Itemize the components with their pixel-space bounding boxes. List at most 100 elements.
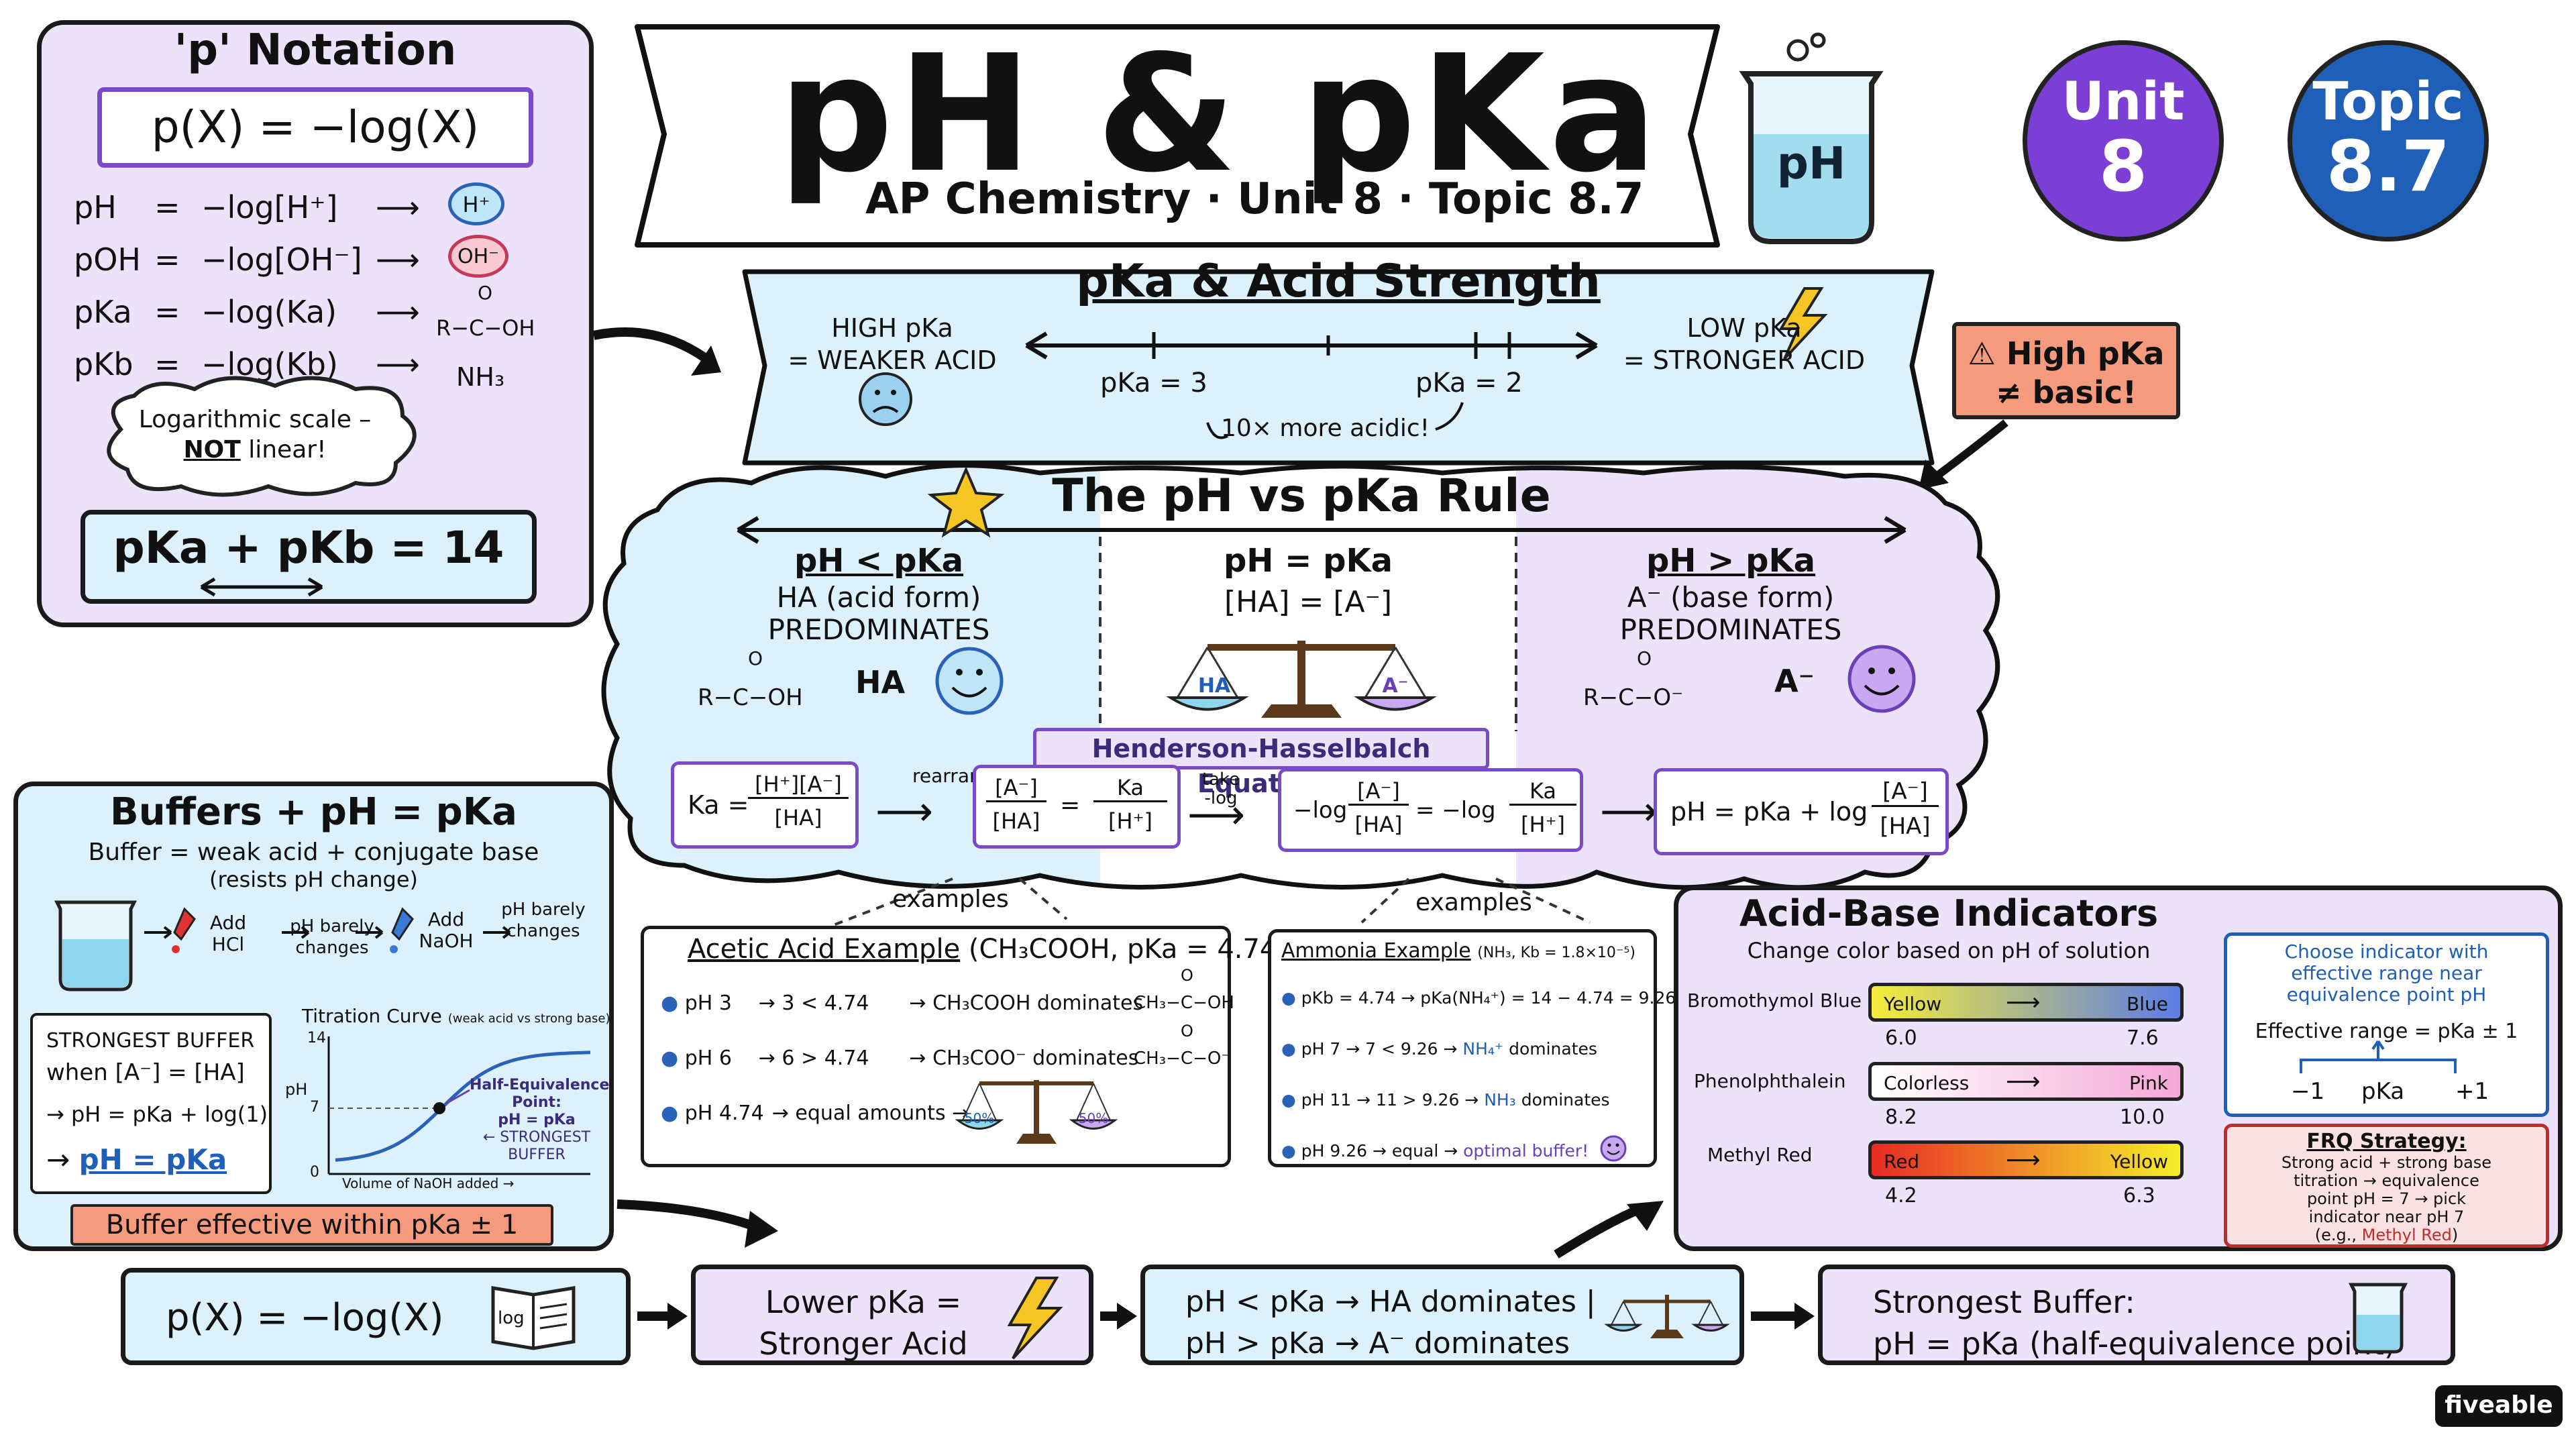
hh-heading: Henderson-Hasselbalch Equation — [1033, 728, 1489, 798]
notation-row-left: pKa — [74, 294, 132, 330]
notation-row: pH=−log[H⁺]⟶ — [74, 181, 449, 233]
examples-label-ammonia: examples — [1415, 889, 1532, 916]
summary-line1: pH < pKa → HA dominates | — [1185, 1285, 1596, 1319]
ammonia-row-tail: dominates — [1521, 1090, 1610, 1110]
half-equivalence-point — [433, 1102, 445, 1114]
acid-strength-heading-text: pKa & Acid Strength — [1076, 255, 1601, 308]
acetic-title-text: Acetic Acid Example — [688, 934, 961, 965]
warning-icon: ⚠ — [1968, 335, 1996, 372]
choose-line2: effective range near — [2291, 962, 2482, 984]
ammonia-panel — [1268, 929, 1657, 1167]
acetic-row-res: CH₃COO⁻ dominates — [932, 1046, 1139, 1070]
cloud-linear: linear! — [248, 436, 327, 464]
indicator-name: Methyl Red — [1707, 1144, 1813, 1166]
annot-line5: BUFFER — [508, 1146, 566, 1163]
step-ph-barely-1: pH barely changes — [290, 916, 374, 958]
notation-rows: pH=−log[H⁺]⟶ pOH=−log[OH⁻]⟶ pKa=−log(Ka)… — [74, 181, 449, 390]
acetic-row: ● pH 3→ 3 < 4.74→ CH₃COOH dominates — [661, 976, 1143, 1031]
summary-text: Lower pKa = Stronger Acid — [696, 1281, 1031, 1364]
acetic-struct2-oxygen: O — [1181, 1022, 1193, 1040]
rule-col-base: pH > pKa A⁻ (base form) PREDOMINATES — [1543, 540, 1919, 646]
titration-curve — [335, 1051, 591, 1162]
step-add-naoh: Add NaOH — [419, 908, 474, 952]
range-plus: +1 — [2455, 1078, 2489, 1105]
hh-f2-den1: [HA] — [992, 808, 1040, 834]
ammonia-row-text: pKb = 4.74 → pKa(NH₄⁺) = 14 − 4.74 = 9.2… — [1301, 988, 1676, 1008]
acetic-row: ● pH 4.74→ equal amounts → — [661, 1086, 1143, 1141]
bullet-icon: ● — [661, 991, 679, 1015]
acetic-pan-left: 50% — [964, 1110, 995, 1126]
titration-ytick-0: 0 — [310, 1164, 319, 1181]
hh-f2-num1: [A⁻] — [986, 775, 1046, 802]
bullet-icon: ● — [1281, 1039, 1296, 1059]
titration-ytick-7: 7 — [310, 1099, 319, 1116]
indicator-from: Red — [1884, 1150, 1920, 1173]
ammonia-row: ● pH 11 → 11 > 9.26 → NH₃ dominates — [1281, 1075, 1676, 1126]
ammonia-rows: ● pKb = 4.74 → pKa(NH₄⁺) = 14 − 4.74 = 9… — [1281, 973, 1676, 1177]
notation-row-right: −log(Ka) — [201, 294, 337, 330]
hh-f2-den2: [H⁺] — [1108, 808, 1152, 834]
right-arrow-icon: → — [758, 1046, 775, 1070]
right-arrow-icon: ⟶ — [1600, 788, 1658, 835]
choose-line3: equivalence point pH — [2286, 983, 2487, 1006]
rule-col-equal-line1: [HA] = [A⁻] — [1224, 585, 1392, 619]
titration-ylabel: pH — [285, 1080, 308, 1099]
rule-base-label: A⁻ — [1774, 663, 1815, 699]
indicator-to: Yellow — [2110, 1150, 2168, 1173]
hh-f3-mid: = −log — [1415, 797, 1496, 824]
buffers-definition-note: (resists pH change) — [209, 867, 419, 892]
right-arrow-icon: ⟶ — [875, 788, 934, 835]
notation-row-left: pOH — [74, 241, 141, 278]
right-arrow-icon: ⟶ — [376, 294, 420, 330]
summary-text: pH < pKa → HA dominates | pH > pKa → A⁻ … — [1185, 1281, 1596, 1364]
indicator-color-bar: Yellow ⟶ Blue — [1868, 983, 2184, 1022]
annot-line3: pH = pKa — [498, 1112, 576, 1128]
notation-row: pKb=−log(Kb)⟶ — [74, 338, 449, 390]
range-mid: pKa — [2361, 1078, 2405, 1105]
right-arrow-icon: ⟶ — [2006, 989, 2041, 1016]
half-equivalence-pointer — [445, 1089, 470, 1105]
summary-line1: Strongest Buffer: — [1873, 1284, 2135, 1320]
titration-xlabel: Volume of NaOH added → — [342, 1175, 515, 1191]
unit-badge-label: Unit — [2061, 72, 2185, 132]
strongest-buffer-eq1: → pH = pKa + log(1) — [46, 1102, 268, 1127]
titration-title: Titration Curve (weak acid vs strong bas… — [302, 1005, 610, 1027]
rule-col-acid: pH < pKa HA (acid form) PREDOMINATES — [691, 540, 1067, 646]
oh-minus-bubble: OH⁻ — [448, 235, 508, 278]
indicators-subheading: Change color based on pH of solution — [1747, 938, 2151, 963]
range-minus: −1 — [2291, 1078, 2325, 1105]
hh-take-log-line1: take — [1201, 769, 1240, 790]
indicator-high: 10.0 — [2120, 1106, 2165, 1129]
rule-acid-oxygen: O — [748, 647, 763, 669]
choose-line1: Choose indicator with — [2284, 941, 2489, 963]
right-arrow-icon: ⟶ — [376, 346, 420, 382]
low-pka-line2: = STRONGER ACID — [1623, 345, 1866, 375]
bullet-icon: ● — [661, 1102, 679, 1125]
scale-pan-a: A⁻ — [1382, 674, 1409, 698]
low-pka-label: LOW pKa= STRONGER ACID — [1610, 312, 1878, 376]
right-arrow-icon: ⟶ — [1187, 792, 1246, 839]
summary-line1: Lower pKa = — [765, 1284, 962, 1320]
carboxyl-structure: R−C−OH — [436, 315, 535, 341]
annot-line2: Point: — [512, 1094, 561, 1111]
high-pka-label: HIGH pKa= WEAKER ACID — [778, 312, 1006, 376]
step-ph-barely-2: pH barely changes — [501, 900, 586, 941]
frq-title: FRQ Strategy: — [2306, 1130, 2467, 1153]
scale-pan-ha: HA — [1197, 674, 1231, 698]
acid-strength-heading: pKa & Acid Strength — [745, 255, 1932, 308]
indicator-color-bar: Colorless ⟶ Pink — [1868, 1062, 2184, 1101]
topic-badge-number: 8.7 — [2326, 125, 2451, 207]
summary-box: Lower pKa = Stronger Acid — [691, 1265, 1093, 1365]
indicator-low: 4.2 — [1885, 1184, 1917, 1208]
cloud-not: NOT — [183, 436, 241, 464]
indicator-from: Yellow — [1884, 993, 1942, 1015]
ammonia-title-text: Ammonia Example — [1281, 939, 1471, 963]
notation-formula: p(X) = −log(X) — [97, 87, 533, 168]
notation-row-eq: = — [154, 346, 180, 382]
